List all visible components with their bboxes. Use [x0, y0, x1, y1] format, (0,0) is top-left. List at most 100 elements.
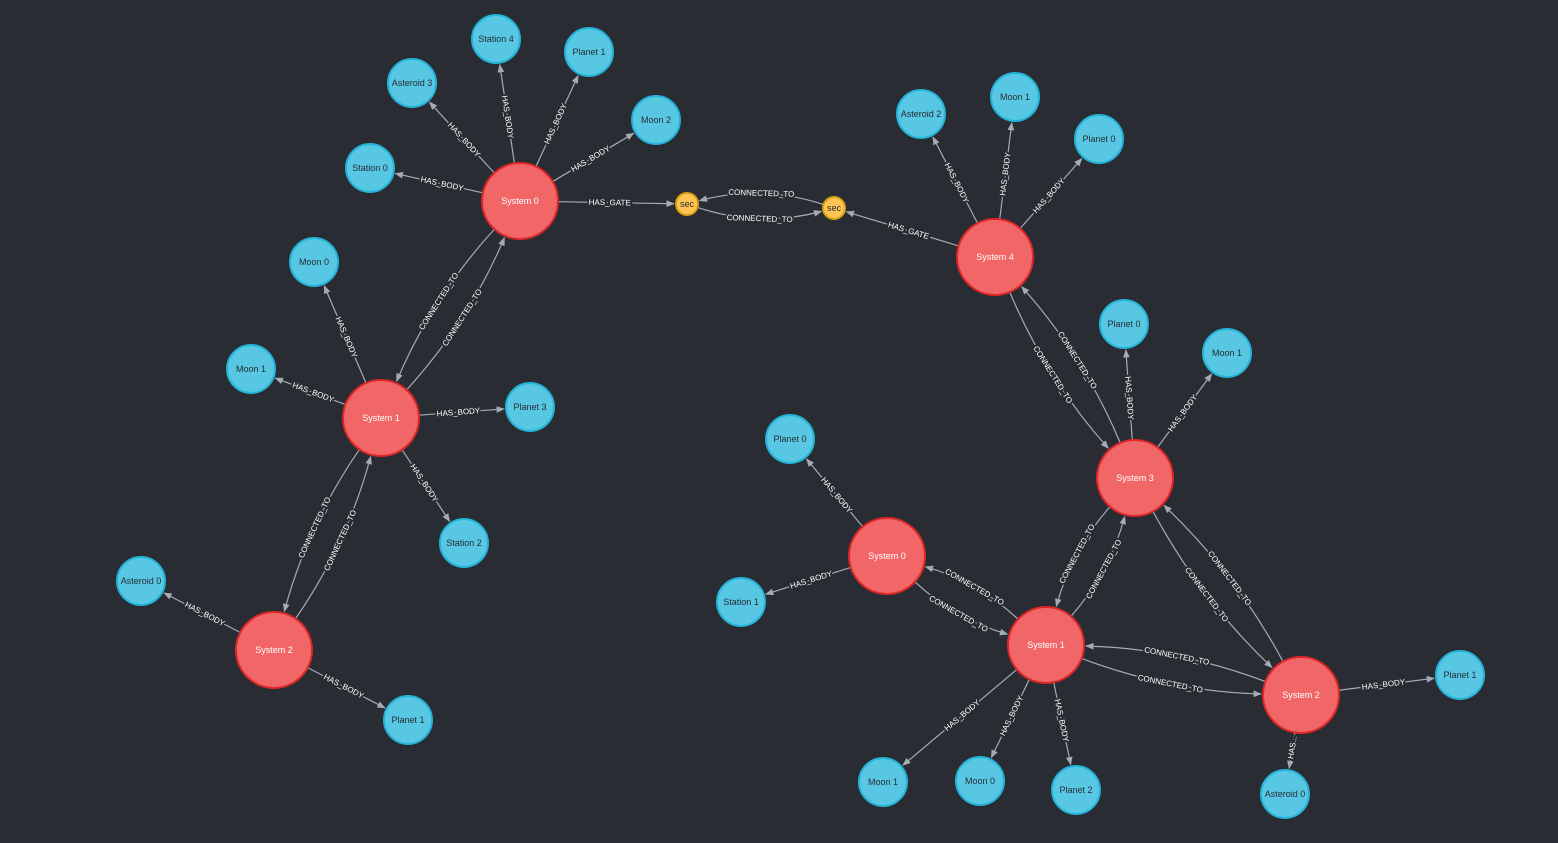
relationship-connected-to[interactable]: CONNECTED_TO — [1163, 504, 1284, 662]
body-node-circle[interactable] — [439, 518, 489, 568]
body-node-circle[interactable] — [1099, 299, 1149, 349]
edge-line[interactable] — [295, 455, 372, 620]
edge-line[interactable] — [999, 121, 1015, 220]
body-node-circle[interactable] — [116, 556, 166, 606]
body-node[interactable]: Moon 1 — [990, 72, 1040, 122]
body-node[interactable]: Moon 2 — [631, 95, 681, 145]
body-node[interactable]: Planet 0 — [1074, 114, 1124, 164]
body-node[interactable]: Planet 1 — [383, 695, 433, 745]
gate-node-circle[interactable] — [822, 196, 846, 220]
body-node[interactable]: Station 1 — [716, 577, 766, 627]
system-node[interactable]: System 2 — [1262, 656, 1340, 734]
relationship-has-body[interactable]: HAS_BODY — [1338, 675, 1436, 694]
system-node-circle[interactable] — [1096, 439, 1174, 517]
body-node[interactable]: Planet 3 — [505, 382, 555, 432]
edge-line[interactable] — [845, 210, 959, 247]
body-node[interactable]: Asteroid 0 — [1260, 769, 1310, 819]
body-node-circle[interactable] — [765, 414, 815, 464]
edge-line[interactable] — [1021, 286, 1121, 444]
body-node-circle[interactable] — [716, 577, 766, 627]
edge-line[interactable] — [401, 449, 451, 523]
relationship-has-body[interactable]: HAS_BODY — [1019, 157, 1083, 229]
edge-line[interactable] — [163, 592, 241, 634]
relationship-has-body[interactable]: HAS_BODY — [1121, 349, 1137, 441]
relationship-has-body[interactable]: HAS_BODY — [401, 449, 451, 523]
edge-line[interactable] — [497, 63, 516, 164]
body-node-circle[interactable] — [1435, 650, 1485, 700]
relationship-has-body[interactable]: HAS_BODY — [497, 63, 517, 164]
relationship-connected-to[interactable]: CONNECTED_TO — [1009, 291, 1109, 449]
relationship-has-body[interactable]: HAS_BODY — [418, 404, 505, 420]
edge-line[interactable] — [914, 581, 1009, 636]
body-node-circle[interactable] — [226, 344, 276, 394]
edge-line[interactable] — [1009, 291, 1109, 449]
system-node-circle[interactable] — [1007, 606, 1085, 684]
relationship-has-body[interactable]: HAS_BODY — [274, 377, 346, 407]
body-node-circle[interactable] — [1260, 769, 1310, 819]
gate-node[interactable]: sec — [822, 196, 846, 220]
body-node[interactable]: Asteroid 0 — [116, 556, 166, 606]
system-node-circle[interactable] — [235, 611, 313, 689]
edge-line[interactable] — [1287, 732, 1296, 770]
relationship-has-gate[interactable]: HAS_GATE — [557, 196, 675, 209]
body-node-circle[interactable] — [631, 95, 681, 145]
relationship-has-body[interactable]: HAS_BODY — [764, 566, 851, 596]
relationship-has-body[interactable]: HAS_BODY — [323, 285, 367, 384]
edge-line[interactable] — [418, 406, 505, 416]
body-node[interactable]: Planet 1 — [564, 27, 614, 77]
edge-line[interactable] — [396, 228, 495, 382]
edge-line[interactable] — [394, 171, 484, 194]
edge-line[interactable] — [1157, 373, 1213, 448]
system-node-circle[interactable] — [1262, 656, 1340, 734]
relationship-connected-to[interactable]: CONNECTED_TO — [914, 581, 1009, 636]
edge-line[interactable] — [1019, 157, 1083, 229]
edge-line[interactable] — [323, 285, 367, 384]
edge-line[interactable] — [307, 667, 386, 709]
body-node[interactable]: Station 2 — [439, 518, 489, 568]
edge-line[interactable] — [1123, 349, 1133, 441]
edge-line[interactable] — [535, 74, 579, 167]
system-node-circle[interactable] — [956, 218, 1034, 296]
system-node[interactable]: System 2 — [235, 611, 313, 689]
body-node-circle[interactable] — [1051, 765, 1101, 815]
edge-line[interactable] — [697, 206, 823, 220]
body-node-circle[interactable] — [990, 72, 1040, 122]
system-node[interactable]: System 1 — [1007, 606, 1085, 684]
edge-line[interactable] — [932, 136, 979, 224]
body-node-circle[interactable] — [505, 382, 555, 432]
relationship-has---[interactable]: HAS... — [1284, 732, 1301, 770]
body-node-circle[interactable] — [387, 58, 437, 108]
body-node[interactable]: Planet 0 — [1099, 299, 1149, 349]
system-node[interactable]: System 3 — [1096, 439, 1174, 517]
relationship-has-body[interactable]: HAS_BODY — [932, 136, 979, 224]
relationship-connected-to[interactable]: CONNECTED_TO — [1081, 657, 1262, 698]
body-node-circle[interactable] — [955, 756, 1005, 806]
relationship-has-body[interactable]: HAS_BODY — [990, 678, 1030, 759]
relationship-has-body[interactable]: HAS_BODY — [394, 171, 484, 195]
edge-line[interactable] — [283, 448, 360, 613]
body-node-circle[interactable] — [564, 27, 614, 77]
relationship-connected-to[interactable]: CONNECTED_TO — [697, 206, 823, 226]
edge-line[interactable] — [552, 132, 635, 183]
edge-line[interactable] — [764, 566, 851, 596]
relationship-connected-to[interactable]: CONNECTED_TO — [924, 565, 1019, 620]
system-node-circle[interactable] — [481, 162, 559, 240]
edge-line[interactable] — [1338, 675, 1436, 691]
edge-line[interactable] — [1152, 511, 1273, 669]
body-node-circle[interactable] — [345, 143, 395, 193]
edge-line[interactable] — [428, 101, 495, 174]
body-node-circle[interactable] — [289, 237, 339, 287]
relationship-connected-to[interactable]: CONNECTED_TO — [406, 237, 505, 391]
gate-node[interactable]: sec — [675, 192, 699, 216]
body-node-circle[interactable] — [896, 89, 946, 139]
body-node[interactable]: Moon 1 — [858, 757, 908, 807]
edge-line[interactable] — [1070, 515, 1126, 617]
relationship-connected-to[interactable]: CONNECTED_TO — [1152, 511, 1273, 669]
system-node-circle[interactable] — [848, 517, 926, 595]
system-node[interactable]: System 0 — [481, 162, 559, 240]
relationship-has-body[interactable]: HAS_BODY — [552, 132, 635, 183]
body-node[interactable]: Moon 1 — [1202, 328, 1252, 378]
system-node-circle[interactable] — [342, 379, 420, 457]
body-node[interactable]: Moon 0 — [955, 756, 1005, 806]
